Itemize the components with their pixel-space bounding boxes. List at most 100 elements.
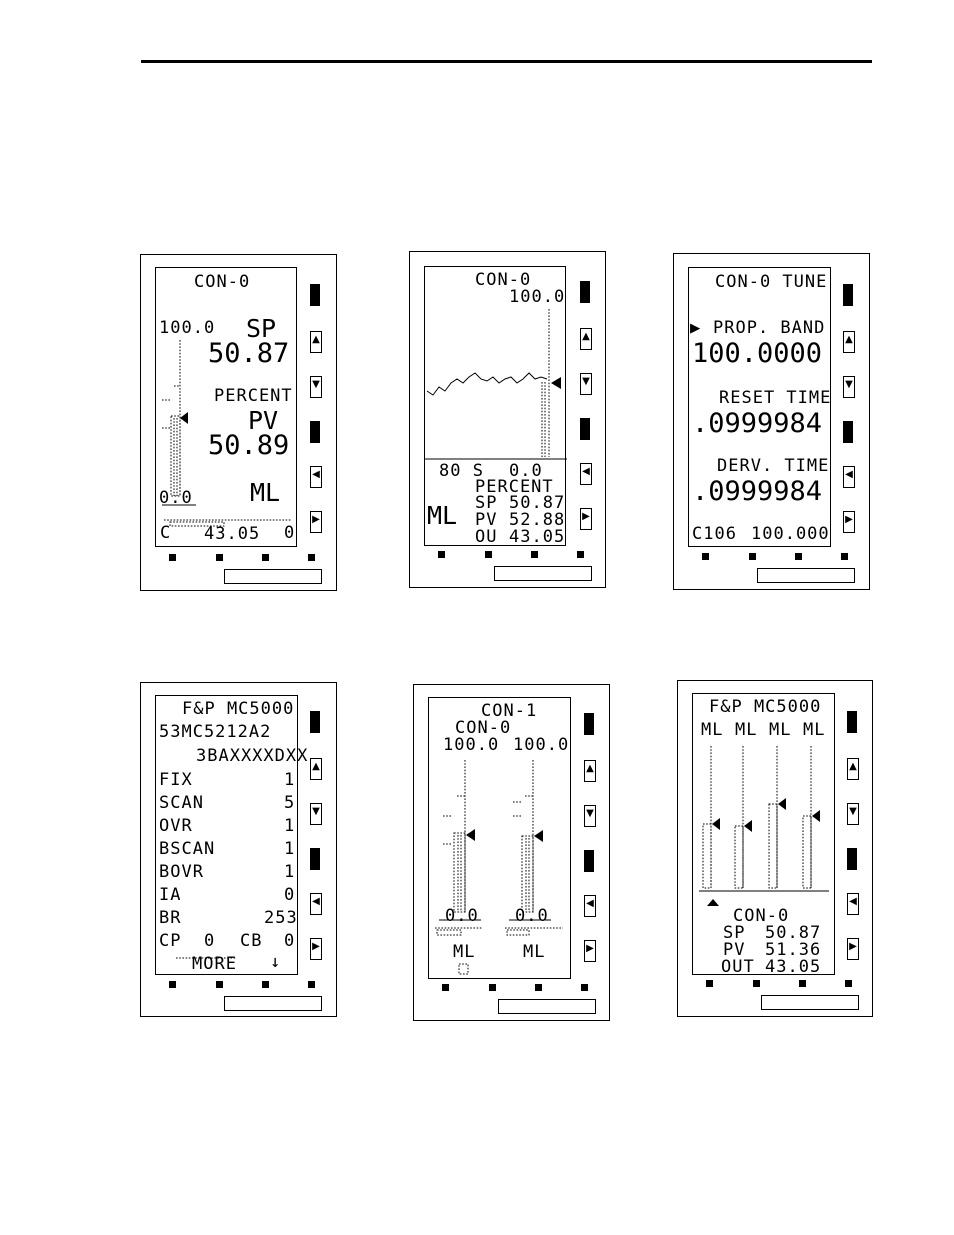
row-value-bovr: 1 <box>284 862 296 882</box>
softkey-4[interactable] <box>841 553 848 560</box>
function-key[interactable] <box>580 418 590 440</box>
more-divider <box>176 957 236 959</box>
out-label: OU <box>475 527 498 547</box>
row-label-br: BR <box>159 908 182 928</box>
right-scale-low: 0.0 <box>515 906 549 926</box>
faceplate-panel-5: CON-1 CON-0 100.0 100.0 0.0 0.0 ML ML ▲ … <box>413 684 610 1021</box>
up-arrow-icon: ▲ <box>582 331 590 342</box>
down-key[interactable]: ▼ <box>580 373 592 395</box>
down-key[interactable]: ▼ <box>584 805 596 827</box>
right-key[interactable]: ▶ <box>843 511 855 533</box>
display-key[interactable] <box>310 711 320 733</box>
display-key[interactable] <box>843 284 853 306</box>
display-key[interactable] <box>580 281 590 303</box>
display-screen-4: F&P MC5000 53MC5212A2 3BAXXXXDXX FIX 1 S… <box>155 695 307 975</box>
up-key[interactable]: ▲ <box>580 328 592 350</box>
left-key[interactable]: ◀ <box>310 466 322 488</box>
softkey-4[interactable] <box>308 981 315 988</box>
softkey-3[interactable] <box>262 981 269 988</box>
left-key[interactable]: ◀ <box>310 893 322 915</box>
up-key[interactable]: ▲ <box>847 758 859 780</box>
more-label: MORE <box>192 954 237 974</box>
down-arrow-icon: ▼ <box>586 808 594 819</box>
softkey-1[interactable] <box>442 984 449 991</box>
softkey-2[interactable] <box>485 551 492 558</box>
label-strip <box>757 568 855 583</box>
softkey-3[interactable] <box>531 551 538 558</box>
softkey-4[interactable] <box>581 984 588 991</box>
scale-low: 0.0 <box>159 488 193 508</box>
function-key[interactable] <box>847 848 857 870</box>
left-scale-high: 100.0 <box>443 735 500 755</box>
display-key[interactable] <box>584 713 594 735</box>
function-key[interactable] <box>310 848 320 870</box>
pv-label: PV <box>248 406 279 435</box>
bargraph-1 <box>162 340 291 527</box>
down-key[interactable]: ▼ <box>843 376 855 398</box>
right-arrow-icon: ▶ <box>586 943 594 954</box>
loop-title-1: CON-1 <box>481 701 538 721</box>
up-key[interactable]: ▲ <box>310 331 322 353</box>
softkey-2[interactable] <box>216 554 223 561</box>
display-screen-3: CON-0 TUNE ▶ PROP. BAND 100.0000 RESET T… <box>688 267 831 547</box>
softkey-1[interactable] <box>169 554 176 561</box>
softkey-1[interactable] <box>702 553 709 560</box>
faceplate-panel-2: CON-0 100.0 80 S 0.0 PERCENT ML SP 50.87… <box>409 251 606 588</box>
footer-code: C106 <box>692 524 737 544</box>
softkey-3[interactable] <box>795 553 802 560</box>
left-arrow-icon: ◀ <box>586 898 594 909</box>
softkey-4[interactable] <box>577 551 584 558</box>
softkey-2[interactable] <box>749 553 756 560</box>
function-key[interactable] <box>843 421 853 443</box>
up-key[interactable]: ▲ <box>584 760 596 782</box>
mode-indicator: ML <box>427 501 458 530</box>
row-label-fix: FIX <box>159 770 193 790</box>
function-key[interactable] <box>310 421 320 443</box>
faceplate-panel-1: CON-0 100.0 SP 50.87 PERCENT PV 50.89 0.… <box>140 254 337 591</box>
softkey-2[interactable] <box>216 981 223 988</box>
right-key[interactable]: ▶ <box>847 938 859 960</box>
right-key[interactable]: ▶ <box>584 940 596 962</box>
up-key[interactable]: ▲ <box>843 331 855 353</box>
softkey-4[interactable] <box>308 554 315 561</box>
softkey-3[interactable] <box>535 984 542 991</box>
label-strip <box>494 566 592 581</box>
right-key[interactable]: ▶ <box>310 511 322 533</box>
softkey-1[interactable] <box>706 980 713 987</box>
label-strip <box>224 996 322 1011</box>
pointer-icon: ▶ <box>690 318 702 338</box>
out-right: 0 <box>284 523 296 543</box>
softkey-4[interactable] <box>845 980 852 987</box>
footer-value: 100.000 <box>751 524 830 544</box>
left-key[interactable]: ◀ <box>584 895 596 917</box>
up-arrow-icon: ▲ <box>312 761 320 772</box>
softkey-2[interactable] <box>489 984 496 991</box>
trend-graph <box>425 309 567 460</box>
left-key[interactable]: ◀ <box>847 893 859 915</box>
down-key[interactable]: ▼ <box>310 376 322 398</box>
param2-label: RESET TIME <box>719 388 832 408</box>
units-label: PERCENT <box>214 386 293 406</box>
mode-2: ML <box>735 720 758 740</box>
loop-title: CON-0 <box>475 270 532 290</box>
left-key[interactable]: ◀ <box>843 466 855 488</box>
down-key[interactable]: ▼ <box>847 803 859 825</box>
softkey-3[interactable] <box>262 554 269 561</box>
display-key[interactable] <box>847 711 857 733</box>
up-key[interactable]: ▲ <box>310 758 322 780</box>
softkey-3[interactable] <box>799 980 806 987</box>
softkey-2[interactable] <box>753 980 760 987</box>
up-arrow-icon: ▲ <box>849 761 857 772</box>
softkey-1[interactable] <box>169 981 176 988</box>
down-key[interactable]: ▼ <box>310 803 322 825</box>
function-key[interactable] <box>584 850 594 872</box>
right-key[interactable]: ▶ <box>580 508 592 530</box>
right-arrow-icon: ▶ <box>849 941 857 952</box>
display-key[interactable] <box>310 284 320 306</box>
scale-high: 100.0 <box>159 318 216 338</box>
right-key[interactable]: ▶ <box>310 938 322 960</box>
right-arrow-icon: ▶ <box>312 941 320 952</box>
softkey-1[interactable] <box>438 551 445 558</box>
right-mode: ML <box>523 942 546 962</box>
left-key[interactable]: ◀ <box>580 463 592 485</box>
